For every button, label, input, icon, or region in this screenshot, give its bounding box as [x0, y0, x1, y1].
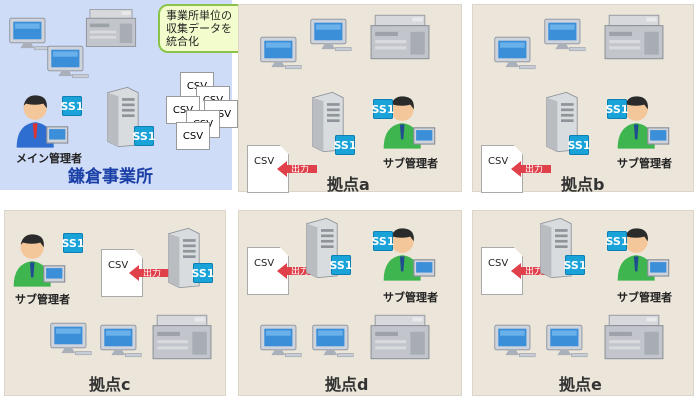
printer-icon: [369, 311, 431, 363]
ss1-badge: SS1: [373, 231, 393, 251]
export-label: 出力: [525, 162, 543, 175]
site-name: 拠点a: [327, 171, 370, 195]
ss1-badge: SS1: [193, 263, 213, 283]
main-office-name: 鎌倉事業所: [68, 162, 153, 187]
monitor-icon: [46, 44, 90, 80]
monitor-icon: [493, 35, 537, 71]
monitor-icon: [543, 17, 587, 53]
sub-admin-label: サブ管理者: [383, 155, 438, 171]
ss1-badge: SS1: [63, 233, 83, 253]
bubble-line: 事業所単位の: [166, 9, 246, 22]
bubble-line: 統合化: [166, 35, 246, 48]
site-name: 拠点d: [325, 371, 368, 395]
ss1-badge: SS1: [607, 99, 627, 119]
csv-label: CSV: [488, 156, 508, 167]
ss1-badge: SS1: [607, 231, 627, 251]
printer-icon: [603, 311, 665, 363]
csv-label: CSV: [254, 156, 274, 167]
ss1-badge: SS1: [335, 135, 355, 155]
ss1-badge: SS1: [373, 99, 393, 119]
sub-admin-label: サブ管理者: [383, 289, 438, 305]
csv-label: CSV: [254, 258, 274, 269]
monitor-icon: [309, 17, 353, 53]
site-panel-c: SS1 サブ管理者 CSV 出力 SS1 拠点c: [4, 210, 226, 396]
export-label: 出力: [291, 162, 309, 175]
bubble-line: 収集データを: [166, 22, 246, 35]
csv-label: CSV: [488, 258, 508, 269]
monitor-icon: [311, 323, 355, 359]
printer-icon: [369, 11, 431, 63]
export-label: 出力: [143, 266, 161, 279]
ss1-badge: SS1: [62, 96, 82, 116]
site-panel-e: CSV 出力 SS1 SS1 サブ管理者 拠点e: [472, 210, 694, 396]
monitor-icon: [259, 35, 303, 71]
ss1-badge: SS1: [331, 255, 351, 275]
monitor-icon: [493, 323, 537, 359]
ss1-badge: SS1: [569, 135, 589, 155]
site-name: 拠点c: [89, 371, 131, 395]
csv-label: CSV: [108, 260, 128, 271]
monitor-icon: [259, 323, 303, 359]
sub-admin-label: サブ管理者: [617, 155, 672, 171]
site-panel-b: SS1 SS1 サブ管理者 CSV 出力 拠点b: [472, 4, 694, 192]
site-name: 拠点b: [561, 171, 604, 195]
printer-icon: [603, 11, 665, 63]
monitor-icon: [49, 321, 93, 357]
csv-doc: CSV: [176, 122, 210, 150]
admin-person-icon: [9, 231, 67, 289]
ss1-badge: SS1: [565, 255, 585, 275]
printer-icon: [151, 311, 213, 363]
monitor-icon: [545, 323, 589, 359]
monitor-icon: [99, 323, 143, 359]
ss1-badge: SS1: [134, 126, 154, 146]
site-panel-a: SS1 SS1 サブ管理者 CSV 出力 拠点a: [238, 4, 462, 192]
sub-admin-label: サブ管理者: [15, 291, 70, 307]
site-name: 拠点e: [559, 371, 602, 395]
printer-icon: [84, 6, 138, 50]
site-panel-d: CSV 出力 SS1 SS1 サブ管理者 拠点d: [238, 210, 462, 396]
sub-admin-label: サブ管理者: [617, 289, 672, 305]
